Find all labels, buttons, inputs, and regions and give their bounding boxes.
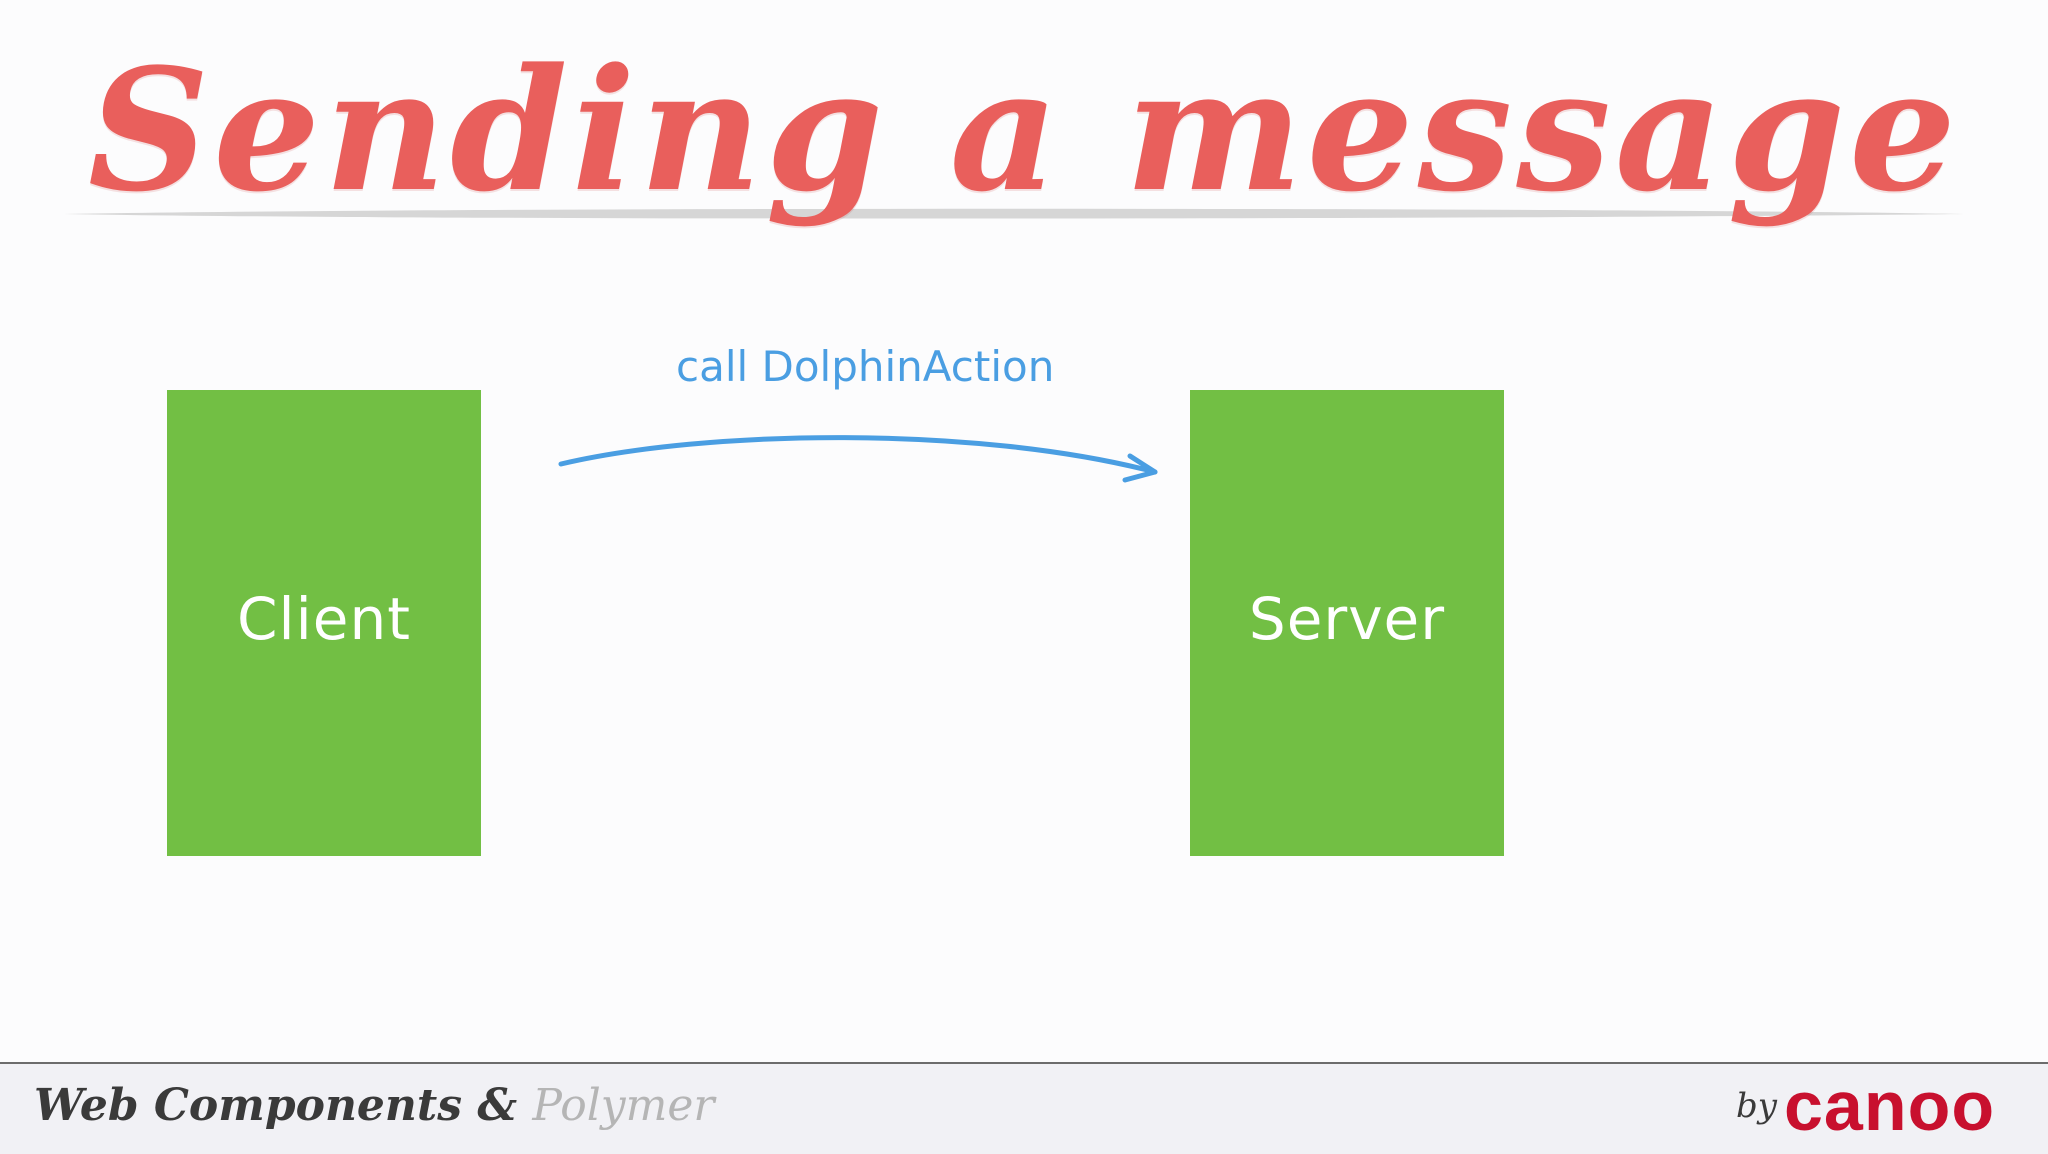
footer-title-prefix: Web Components & xyxy=(34,1080,533,1131)
footer-by: by xyxy=(1736,1086,1777,1126)
slide-title: Sending a message xyxy=(87,31,1961,229)
footer-title-polymer: Polymer xyxy=(532,1080,715,1131)
footer: Web Components & Polymer by canoo xyxy=(0,1062,2048,1154)
title-underline xyxy=(64,208,1964,219)
footer-title: Web Components & Polymer xyxy=(34,1080,714,1131)
canoo-logo: canoo xyxy=(1784,1067,1996,1145)
client-label: Client xyxy=(237,585,411,653)
arrow-head xyxy=(1122,453,1158,483)
client-box: Client xyxy=(167,390,481,856)
arrow-line xyxy=(558,435,1158,475)
server-label: Server xyxy=(1248,585,1446,653)
arrow-label: call DolphinAction xyxy=(676,342,1055,391)
arrow-connector xyxy=(558,435,1158,483)
slide: Sending a message call DolphinAction Cli… xyxy=(64,31,1964,856)
server-box: Server xyxy=(1190,390,1504,856)
